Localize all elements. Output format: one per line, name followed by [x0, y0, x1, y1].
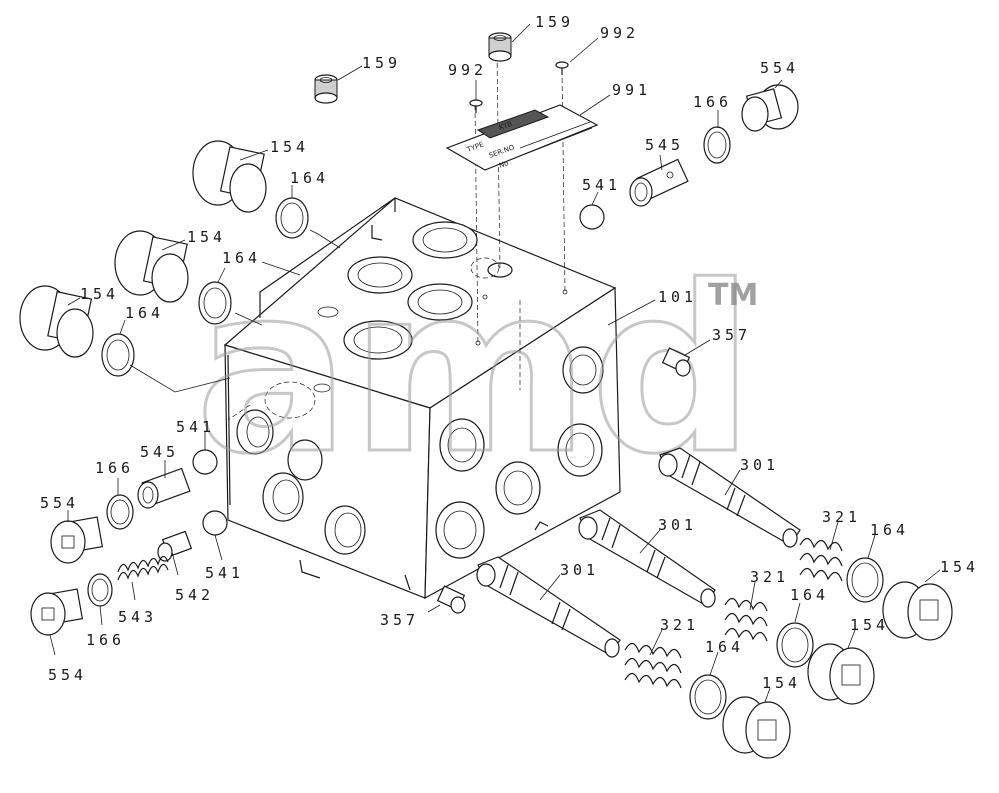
label-321-lower: 321 [660, 616, 699, 634]
spring-321-middle [724, 597, 768, 642]
part-labels: 159 159 992 992 991 554 166 545 541 154 … [40, 13, 979, 692]
plug-154-right-lower [722, 696, 791, 759]
label-159-right: 159 [535, 13, 574, 31]
oring-164-lower [101, 333, 135, 377]
plug-554-top [741, 84, 799, 132]
label-545-lower: 545 [140, 443, 179, 461]
label-154-upper: 154 [270, 138, 309, 156]
plug-154-right-upper [882, 581, 953, 641]
label-164-lower: 164 [125, 304, 164, 322]
watermark-tm: TM [708, 278, 758, 313]
oring-164-right-upper [846, 557, 884, 603]
plug-554-mid [50, 516, 104, 564]
leader-lines [49, 23, 941, 703]
label-154-right-upper: 154 [940, 558, 979, 576]
spring-321-lower [624, 642, 682, 689]
ball-541-low [202, 510, 228, 536]
plug-554-low [30, 588, 84, 636]
spring-543 [117, 555, 169, 581]
poppet-542 [157, 530, 193, 562]
spring-321-upper [799, 537, 843, 582]
label-554-top: 554 [760, 59, 799, 77]
label-166-low: 166 [86, 631, 125, 649]
plug-154-middle [114, 230, 189, 303]
label-164-right-lower: 164 [705, 638, 744, 656]
label-992-left: 992 [448, 61, 487, 79]
oring-164-right-middle [776, 622, 814, 668]
ball-541-top [579, 204, 605, 230]
label-541-low: 541 [205, 564, 244, 582]
sleeve-545-lower [137, 467, 191, 509]
screw-992-left [469, 99, 483, 113]
label-154-middle: 154 [187, 228, 226, 246]
valve-body [223, 54, 621, 600]
label-542: 542 [175, 586, 214, 604]
screw-992-right [555, 61, 569, 75]
cap-159-left [314, 74, 338, 104]
oring-166-top [703, 126, 731, 164]
spool-301-middle [578, 509, 716, 608]
label-301-lower: 301 [560, 561, 599, 579]
label-541-top: 541 [582, 176, 621, 194]
label-164-middle: 164 [222, 249, 261, 267]
label-101: 101 [658, 288, 697, 306]
pin-357-right [661, 347, 691, 377]
label-992-right: 992 [600, 24, 639, 42]
pin-357-lower [436, 585, 466, 614]
label-357-right: 357 [712, 326, 751, 344]
label-166-mid: 166 [95, 459, 134, 477]
label-154-lower: 154 [80, 285, 119, 303]
nameplate-line3: No [498, 159, 510, 170]
ball-541-mid [192, 449, 218, 475]
label-545-top: 545 [645, 136, 684, 154]
oring-166-mid [106, 494, 134, 530]
label-164-right-middle: 164 [790, 586, 829, 604]
label-301-upper: 301 [740, 456, 779, 474]
spool-301-lower [476, 556, 621, 658]
label-541-mid: 541 [176, 418, 215, 436]
label-164-right-upper: 164 [870, 521, 909, 539]
label-301-middle: 301 [658, 516, 697, 534]
label-166-top: 166 [693, 93, 732, 111]
label-154-right-middle: 154 [850, 616, 889, 634]
label-554-low: 554 [48, 666, 87, 684]
label-543: 543 [118, 608, 157, 626]
label-991: 991 [612, 81, 651, 99]
label-321-middle: 321 [750, 568, 789, 586]
label-321-upper: 321 [822, 508, 861, 526]
nameplate-991: KYB TYPE SER.NO No [445, 104, 599, 171]
plug-154-lower [19, 285, 94, 358]
plug-154-right-middle [807, 643, 875, 705]
cap-159-right [488, 32, 512, 62]
sleeve-545-top [629, 158, 689, 207]
label-154-right-lower: 154 [762, 674, 801, 692]
label-554-mid: 554 [40, 494, 79, 512]
spool-301-upper [658, 447, 801, 548]
plug-154-upper [192, 140, 267, 213]
label-159-left: 159 [362, 54, 401, 72]
oring-164-right-lower [689, 674, 727, 720]
label-164-upper: 164 [290, 169, 329, 187]
label-357-lower: 357 [380, 611, 419, 629]
oring-164-middle [198, 281, 232, 325]
